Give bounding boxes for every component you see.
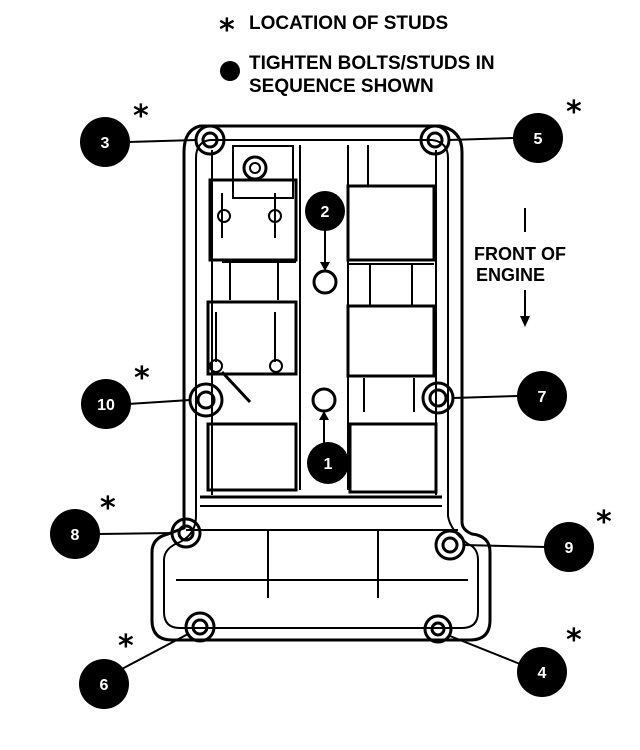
svg-text:6: 6 [100, 677, 109, 694]
front-of-engine-indicator: FRONT OF ENGINE [474, 208, 566, 327]
callout-4: 4 [517, 647, 567, 697]
callout-5: 5 [513, 113, 563, 163]
callout-10: 10 [81, 379, 131, 429]
front-arrow-icon [520, 316, 530, 327]
leader-line-8 [97, 532, 173, 535]
small-boss [268, 209, 282, 223]
stud-marker-6: * [118, 629, 134, 664]
callout-6: 6 [79, 659, 129, 709]
leader-line-3 [127, 139, 197, 143]
legend: * LOCATION OF STUDS TIGHTEN BOLTS/STUDS … [219, 13, 495, 97]
cover-block-lower-left [206, 422, 298, 492]
leader-line-9 [463, 544, 547, 548]
callout-1: 1 [307, 442, 349, 484]
svg-text:8: 8 [71, 527, 80, 544]
leader-arrow-icon [319, 411, 329, 420]
callout-2: 2 [305, 191, 345, 231]
cover-block-upper-left-top [232, 145, 294, 199]
svg-text:3: 3 [101, 135, 110, 152]
callout-3: 3 [80, 117, 130, 167]
legend-sequence-label-line1: TIGHTEN BOLTS/STUDS IN [249, 53, 495, 74]
cover-rib [220, 370, 252, 404]
svg-text:1: 1 [324, 456, 333, 473]
legend-sequence-label-line2: SEQUENCE SHOWN [249, 76, 434, 97]
svg-text:7: 7 [538, 389, 547, 406]
cover-block-upper-right [346, 184, 436, 262]
small-boss [209, 359, 223, 373]
stud-marker-3: * [133, 99, 149, 134]
center-hole-2 [312, 269, 338, 295]
legend-sequence-dot-icon [220, 61, 240, 81]
stud-marker-9: * [596, 505, 612, 540]
bolt-boss-10 [188, 382, 224, 418]
front-label-line1: FRONT OF [474, 244, 566, 264]
callout-7: 7 [517, 371, 567, 421]
svg-text:5: 5 [534, 131, 543, 148]
bolt-boss-6 [184, 611, 216, 643]
leader-line-4 [449, 635, 521, 665]
svg-text:2: 2 [321, 204, 330, 221]
cover-block-mid-left [206, 300, 298, 376]
top-boss-inner [249, 162, 261, 174]
leader-arrow-icon [320, 262, 330, 271]
svg-text:4: 4 [538, 665, 547, 682]
callout-badges: 3 5 2 1 10 7 8 9 [50, 113, 594, 709]
stud-marker-8: * [100, 491, 116, 526]
legend-stud-symbol: * [219, 13, 235, 48]
bolt-bosses [170, 124, 466, 644]
front-label-line2: ENGINE [476, 265, 545, 285]
stud-marker-5: * [566, 95, 582, 130]
top-boss-outer [242, 155, 268, 181]
leader-line-5 [448, 137, 515, 141]
bolt-boss-4 [423, 614, 453, 644]
bolt-boss-9 [434, 529, 466, 561]
cover-plate [150, 124, 492, 642]
leader-line-7 [452, 395, 519, 399]
svg-text:10: 10 [97, 397, 115, 414]
stud-markers: * * * * * * * [100, 95, 612, 664]
cover-block-mid-right [346, 304, 436, 378]
small-boss [269, 359, 283, 373]
stud-marker-10: * [134, 361, 150, 396]
stud-marker-4: * [566, 623, 582, 658]
leader-line-6 [119, 633, 189, 671]
callout-8: 8 [50, 509, 100, 559]
cover-outline-inner [163, 139, 479, 629]
legend-studs-label: LOCATION OF STUDS [249, 13, 448, 34]
center-hole-1 [311, 387, 337, 413]
callout-9: 9 [544, 522, 594, 572]
bolt-boss-8 [170, 517, 202, 549]
cover-block-lower-right [348, 422, 438, 494]
leader-lines [97, 137, 547, 671]
svg-text:9: 9 [565, 540, 574, 557]
small-boss [217, 209, 231, 223]
leader-line-10 [127, 399, 191, 405]
